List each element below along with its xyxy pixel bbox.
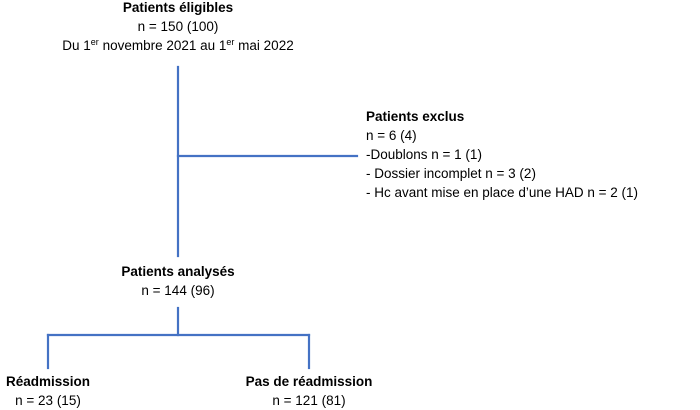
node-no-readmission: Pas de réadmission n = 121 (81)	[219, 372, 399, 410]
eligible-title: Patients éligibles	[122, 0, 234, 15]
readmission-count: n = 23 (15)	[15, 393, 81, 408]
no-readmission-count: n = 121 (81)	[272, 393, 346, 408]
readmission-title: Réadmission	[5, 374, 91, 389]
eligible-period-sup-start: er	[90, 37, 99, 47]
analysed-count: n = 144 (96)	[141, 283, 215, 298]
node-excluded-patients: Patients exclus n = 6 (4) -Doublons n = …	[366, 107, 638, 202]
eligible-period-prefix: Du 1	[62, 38, 91, 53]
analysed-title: Patients analysés	[121, 264, 235, 279]
excluded-reason-incomplete-record: - Dossier incomplet n = 3 (2)	[366, 166, 536, 181]
eligible-period-sup-end: er	[226, 37, 235, 47]
eligible-period-suffix: mai 2022	[234, 38, 294, 53]
excluded-count: n = 6 (4)	[366, 128, 417, 143]
node-analysed-patients: Patients analysés n = 144 (96)	[78, 262, 278, 300]
excluded-reason-duplicates: -Doublons n = 1 (1)	[366, 147, 482, 162]
node-eligible-patients: Patients éligibles n = 150 (100) Du 1er …	[28, 0, 328, 55]
node-readmission: Réadmission n = 23 (15)	[0, 372, 96, 410]
excluded-title: Patients exclus	[366, 109, 465, 124]
eligible-count: n = 150 (100)	[137, 19, 219, 34]
eligible-period: Du 1er novembre 2021 au 1er mai 2022	[28, 36, 328, 55]
eligible-period-middle: novembre 2021 au 1	[98, 38, 227, 53]
no-readmission-title: Pas de réadmission	[245, 374, 373, 389]
excluded-reason-hc-before-had: - Hc avant mise en place d’une HAD n = 2…	[366, 185, 639, 200]
